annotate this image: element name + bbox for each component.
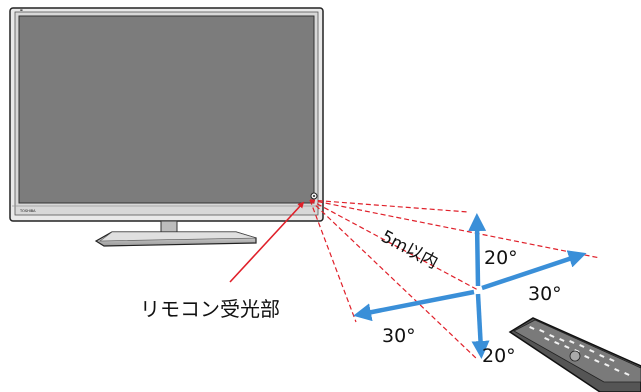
tv-stand <box>94 220 257 247</box>
guide-line-left <box>309 199 357 323</box>
arrow-vertical-down <box>471 293 490 359</box>
tv: TOSHIBA ▬ <box>9 7 324 222</box>
tv-brand-text: TOSHIBA <box>19 209 36 213</box>
remote-control <box>508 317 641 392</box>
angle-left-label: 30° <box>382 325 416 347</box>
guide-line-upper <box>309 199 469 213</box>
angle-down-label: 20° <box>482 345 516 367</box>
arrow-left <box>353 289 475 322</box>
arrow-right <box>481 250 587 291</box>
stand-base-top <box>99 231 257 242</box>
tv-top-mark: ▬ <box>20 8 23 12</box>
angle-up-label: 20° <box>484 247 518 269</box>
angle-arrows <box>353 213 587 359</box>
receiver-pointer-arrow <box>229 201 305 283</box>
distance-label: 5m以内 <box>378 227 442 273</box>
arrow-vertical-up <box>468 213 487 287</box>
guide-line-lower <box>309 199 479 361</box>
tv-screen <box>18 15 315 204</box>
guide-line-right <box>309 199 601 259</box>
power-led-icon <box>313 195 315 197</box>
remote-dpad-icon <box>569 350 581 362</box>
receiver-label: リモコン受光部 <box>140 297 280 321</box>
range-guide-lines <box>309 199 601 361</box>
angle-right-label: 30° <box>528 283 562 305</box>
